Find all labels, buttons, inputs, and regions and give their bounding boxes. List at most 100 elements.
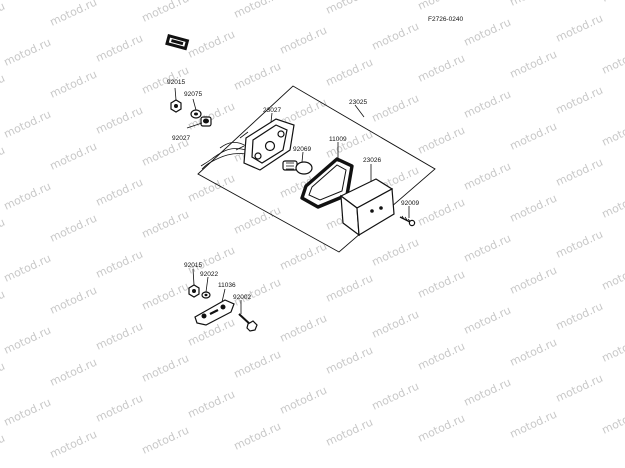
nut-92015-bottom: [188, 284, 200, 298]
watermark-text: motod.ru: [48, 0, 99, 29]
watermark-text: motod.ru: [554, 84, 605, 117]
watermark-text: motod.ru: [416, 196, 467, 229]
label-92069: 92069: [293, 146, 311, 153]
watermark-text: motod.ru: [140, 280, 191, 313]
watermark-text: motod.ru: [600, 116, 625, 149]
watermark-text: motod.ru: [140, 424, 191, 457]
watermark-text: motod.ru: [48, 356, 99, 389]
watermark-text: motod.ru: [600, 188, 625, 221]
label-23027: 23027: [263, 107, 281, 114]
tail-light-housing-23027: [235, 118, 295, 171]
watermark-text: motod.ru: [94, 248, 145, 281]
label-92027: 92027: [172, 135, 190, 142]
bulb-92069: [282, 160, 313, 175]
watermark-text: motod.ru: [0, 144, 7, 177]
watermark-text: motod.ru: [0, 288, 7, 321]
watermark-text: motod.ru: [232, 204, 283, 237]
watermark-text: motod.ru: [324, 128, 375, 161]
watermark-text: motod.ru: [94, 104, 145, 137]
watermark-text: motod.ru: [232, 60, 283, 93]
watermark-text: motod.ru: [94, 392, 145, 425]
label-92002: 92002: [233, 294, 251, 301]
watermark-text: motod.ru: [554, 12, 605, 45]
watermark-text: motod.ru: [324, 272, 375, 305]
gasket-11009: [300, 157, 354, 209]
label-23025: 23025: [349, 99, 367, 106]
watermark-text: motod.ru: [416, 0, 467, 13]
watermark-text: motod.ru: [232, 0, 283, 21]
watermark-text: motod.ru: [600, 404, 625, 437]
watermark-text: motod.ru: [140, 352, 191, 385]
collar-92027: [200, 116, 212, 127]
watermark-text: motod.ru: [232, 348, 283, 381]
label-92075: 92075: [184, 91, 202, 98]
watermark-text: motod.ru: [2, 396, 53, 429]
watermark-text: motod.ru: [278, 312, 329, 345]
watermark-text: motod.ru: [370, 20, 421, 53]
watermark-text: motod.ru: [508, 120, 559, 153]
label-92009: 92009: [401, 200, 419, 207]
watermark-text: motod.ru: [186, 172, 237, 205]
watermark-text: motod.ru: [0, 432, 7, 465]
watermark-text: motod.ru: [508, 336, 559, 369]
watermark-text: motod.ru: [370, 92, 421, 125]
watermark-text: motod.ru: [140, 0, 191, 25]
watermark-text: motod.ru: [2, 324, 53, 357]
label-11036: 11036: [218, 282, 236, 289]
watermark-text: motod.ru: [370, 236, 421, 269]
watermark-text: motod.ru: [554, 300, 605, 333]
bolt-92002: [238, 313, 258, 332]
lens-23026: [339, 178, 395, 237]
drawing-code: F2726-0240: [428, 16, 463, 23]
watermark-text: motod.ru: [232, 276, 283, 309]
watermark-text: motod.ru: [186, 28, 237, 61]
screw-92009: [399, 215, 416, 227]
nut-92015-top: [170, 99, 182, 113]
watermark-text: motod.ru: [462, 232, 513, 265]
label-23026: 23026: [363, 157, 381, 164]
watermark-text: motod.ru: [600, 44, 625, 77]
watermark-text: motod.ru: [140, 208, 191, 241]
watermark-text: motod.ru: [48, 428, 99, 461]
watermark-text: motod.ru: [462, 376, 513, 409]
label-92015-bottom: 92015: [184, 262, 202, 269]
watermark-text: motod.ru: [48, 68, 99, 101]
watermark-text: motod.ru: [416, 340, 467, 373]
watermark-text: motod.ru: [2, 180, 53, 213]
watermark-text: motod.ru: [324, 344, 375, 377]
front-arrow-icon: [165, 34, 190, 51]
watermark-text: motod.ru: [232, 420, 283, 453]
watermark-text: motod.ru: [462, 16, 513, 49]
watermark-text: motod.ru: [94, 32, 145, 65]
watermark-text: motod.ru: [462, 304, 513, 337]
watermark-text: motod.ru: [600, 260, 625, 293]
label-92022: 92022: [200, 271, 218, 278]
label-92015-top: 92015: [167, 79, 185, 86]
watermark-text: motod.ru: [0, 0, 7, 33]
watermark-text: motod.ru: [416, 124, 467, 157]
watermark-text: motod.ru: [416, 268, 467, 301]
watermark-text: motod.ru: [2, 108, 53, 141]
watermark-text: motod.ru: [324, 56, 375, 89]
leader-lines: [174, 87, 410, 314]
watermark-text: motod.ru: [324, 0, 375, 17]
washer-92075: [190, 109, 202, 119]
watermark-text: motod.ru: [324, 416, 375, 449]
assembly-outline: [197, 85, 436, 253]
watermark-text: motod.ru: [94, 176, 145, 209]
watermark-text: motod.ru: [508, 192, 559, 225]
watermark-text: motod.ru: [554, 372, 605, 405]
watermark-text: motod.ru: [416, 412, 467, 445]
watermark-text: motod.ru: [600, 0, 625, 5]
watermark-text: motod.ru: [508, 264, 559, 297]
watermark-text: motod.ru: [462, 160, 513, 193]
watermark-text: motod.ru: [278, 384, 329, 417]
watermark-text: motod.ru: [462, 88, 513, 121]
watermark-text: motod.ru: [508, 48, 559, 81]
wiring-harness: [200, 142, 247, 170]
washer-92022: [201, 291, 211, 299]
watermark-text: motod.ru: [508, 0, 559, 9]
watermark-text: motod.ru: [554, 228, 605, 261]
